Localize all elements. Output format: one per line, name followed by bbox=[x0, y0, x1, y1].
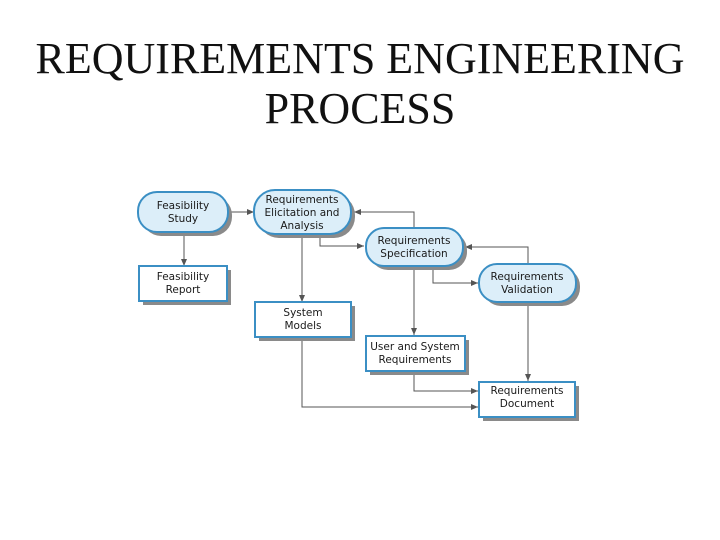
flow-arrows bbox=[181, 209, 531, 410]
slide-title-line-2: PROCESS bbox=[264, 84, 456, 133]
node-label: System bbox=[283, 307, 322, 319]
document-feasibility-report: Feasibility Report bbox=[138, 265, 231, 305]
arrow-elicitation-to-specification bbox=[319, 236, 364, 249]
node-label: Elicitation and bbox=[265, 207, 340, 219]
node-label: Requirements bbox=[491, 385, 564, 397]
process-elicitation-analysis: Requirements Elicitation and Analysis bbox=[253, 189, 355, 238]
node-label: Validation bbox=[501, 284, 553, 296]
process-feasibility-study: Feasibility Study bbox=[137, 191, 232, 236]
slide-title: REQUIREMENTS ENGINEERING PROCESS bbox=[0, 34, 720, 134]
slide-title-line-1: REQUIREMENTS ENGINEERING bbox=[35, 34, 685, 83]
node-label: Report bbox=[166, 284, 201, 296]
node-label: Models bbox=[285, 320, 322, 332]
arrow-validation-to-specification bbox=[465, 244, 529, 264]
arrow-specification-to-validation bbox=[432, 266, 478, 286]
node-label: Analysis bbox=[280, 220, 323, 232]
document-system-models: System Models bbox=[254, 301, 355, 341]
process-requirements-validation: Requirements Validation bbox=[478, 263, 580, 306]
node-label: Requirements bbox=[266, 194, 339, 206]
arrow-specification-to-elicitation bbox=[354, 209, 415, 228]
node-label: Document bbox=[500, 398, 554, 410]
document-user-system-requirements: User and System Requirements bbox=[365, 335, 469, 375]
node-label: Specification bbox=[380, 248, 447, 260]
node-label: Feasibility bbox=[157, 200, 210, 212]
node-label: User and System bbox=[370, 341, 460, 353]
document-requirements-document: Requirements Document bbox=[478, 381, 579, 421]
node-label: Requirements bbox=[491, 271, 564, 283]
node-label: Requirements bbox=[378, 235, 451, 247]
arrow-user-reqs-to-document bbox=[413, 373, 478, 394]
node-label: Study bbox=[168, 213, 198, 225]
node-label: Requirements bbox=[379, 354, 452, 366]
arrow-models-to-document bbox=[301, 338, 478, 410]
process-requirements-specification: Requirements Specification bbox=[365, 227, 467, 270]
node-label: Feasibility bbox=[157, 271, 210, 283]
